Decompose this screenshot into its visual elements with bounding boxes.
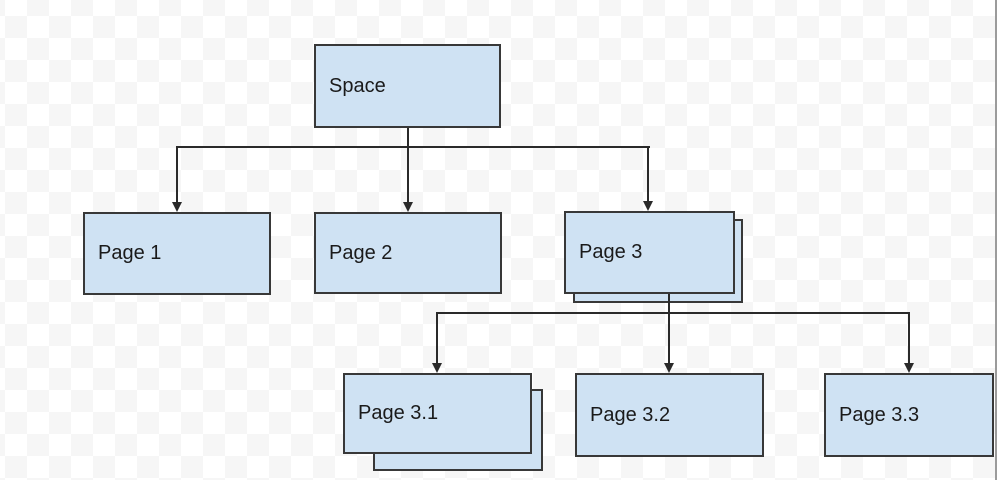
node-page3-label: Page 3 <box>579 241 643 263</box>
connector-page3-rail[interactable] <box>436 312 910 314</box>
node-page3-2[interactable]: Page 3.2 <box>575 373 764 457</box>
connector-page3-page31-arrowhead <box>432 363 442 373</box>
connector-space-page3-arrowhead <box>643 201 653 211</box>
node-page2[interactable]: Page 2 <box>314 212 502 294</box>
connector-space-page1-drop[interactable] <box>176 146 178 203</box>
canvas-right-edge <box>995 0 997 480</box>
connector-page3-page33-drop[interactable] <box>908 312 910 364</box>
connector-space-page2-drop[interactable] <box>407 146 409 203</box>
node-page3-1-label: Page 3.1 <box>358 402 439 424</box>
node-space[interactable]: Space <box>314 44 501 128</box>
node-page3-3[interactable]: Page 3.3 <box>824 373 994 457</box>
connector-space-page1-arrowhead <box>172 202 182 212</box>
connector-page3-page31-drop[interactable] <box>436 312 438 364</box>
connector-page3-page32-drop[interactable] <box>668 294 670 364</box>
node-page2-label: Page 2 <box>329 241 393 264</box>
connector-space-rail[interactable] <box>176 146 650 148</box>
node-page3-2-label: Page 3.2 <box>590 403 671 426</box>
node-page3-3-label: Page 3.3 <box>839 403 920 426</box>
connector-page3-page33-arrowhead <box>904 363 914 373</box>
node-page3[interactable]: Page 3 <box>564 211 735 294</box>
connector-space-page2-arrowhead <box>403 202 413 212</box>
node-page1-label: Page 1 <box>98 242 162 264</box>
connector-space-page3-drop[interactable] <box>647 146 649 202</box>
node-page1[interactable]: Page 1 <box>83 212 271 295</box>
node-space-label: Space <box>329 74 386 97</box>
node-page3-1[interactable]: Page 3.1 <box>343 373 532 454</box>
connector-space-trunk[interactable] <box>407 128 409 148</box>
connector-page3-page32-arrowhead <box>664 363 674 373</box>
outside-canvas-area <box>997 0 999 480</box>
